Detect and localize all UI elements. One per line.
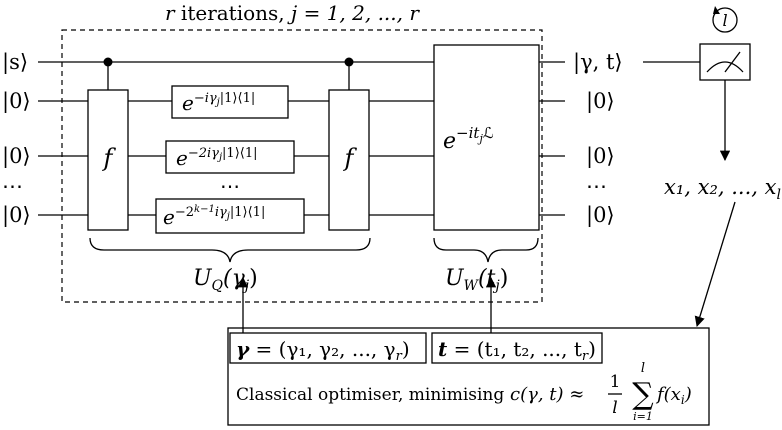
output-dots: ⋯ [586,174,607,198]
phase-gate-3-label: e−2k−1iγj|1⟩⟨1| [163,204,265,229]
phase-gate-1 [171,85,289,119]
phase-gate-2 [165,140,295,174]
mixer-label: e−itjℒ [443,124,494,154]
cost-function: c(γ, t) ≈ [510,384,584,405]
uw-brace [433,237,539,263]
control-dot-2 [344,57,354,67]
meter-arc [706,61,744,73]
uq-brace [89,237,371,263]
output-labels: |γ, t⟩ |0⟩ |0⟩ ⋯ |0⟩ [573,50,623,228]
phase-gate-3 [155,198,305,234]
summand: f(xi) [655,384,692,407]
sum-upper-limit: l [641,361,645,376]
fraction-numerator: 1 [610,372,621,392]
repeat-count: l [722,11,727,30]
gamma-params-label: γ = (γ₁, γ₂, ..., γr) [236,337,410,364]
iterations-label: r iterations, j = 1, 2, ..., r [165,1,420,25]
phase-gate-dots: ⋯ [220,174,240,198]
output-wire-1: |γ, t⟩ [573,50,623,75]
phase-gate-2-label: e−2iγj|1⟩⟨1| [176,146,258,170]
phase-gate-1-label: e−iγj|1⟩⟨1| [182,91,255,115]
oracle-box-2 [328,89,370,231]
input-wire-1: |s⟩ [2,50,28,75]
output-wire-3: |0⟩ [586,144,615,169]
oracle-box-1 [87,89,129,231]
input-wire-2: |0⟩ [2,89,31,114]
uw-label: UW(tj) [445,266,508,294]
uq-label: UQ(γj) [193,266,258,294]
input-wire-4: |0⟩ [2,203,31,228]
input-wire-3: |0⟩ [2,144,31,169]
repeat-loop-icon [712,7,738,33]
sum-lower-limit: i=1 [633,410,653,423]
mixer-box [433,44,540,231]
output-wire-4: |0⟩ [586,203,615,228]
control-dot-1 [103,57,113,67]
output-wire-2: |0⟩ [586,89,615,114]
input-dots: ⋯ [2,174,23,198]
input-labels: |s⟩ |0⟩ |0⟩ ⋯ |0⟩ [2,50,31,228]
optimiser-text: Classical optimiser, minimising [236,385,504,405]
fraction-denominator: l [612,398,617,418]
repeat-loop-arrowhead [713,6,720,14]
gamma-params-box [229,332,427,364]
sum-symbol: ∑ [632,377,654,412]
meter-needle [724,51,741,73]
t-params-label: t = (t₁, t₂, ..., tr) [438,337,596,364]
t-params-box [431,332,603,364]
samples-to-optimiser-arrow [694,201,736,327]
iteration-box [61,29,543,303]
samples-label: x₁, x₂, ..., xl [664,175,781,203]
